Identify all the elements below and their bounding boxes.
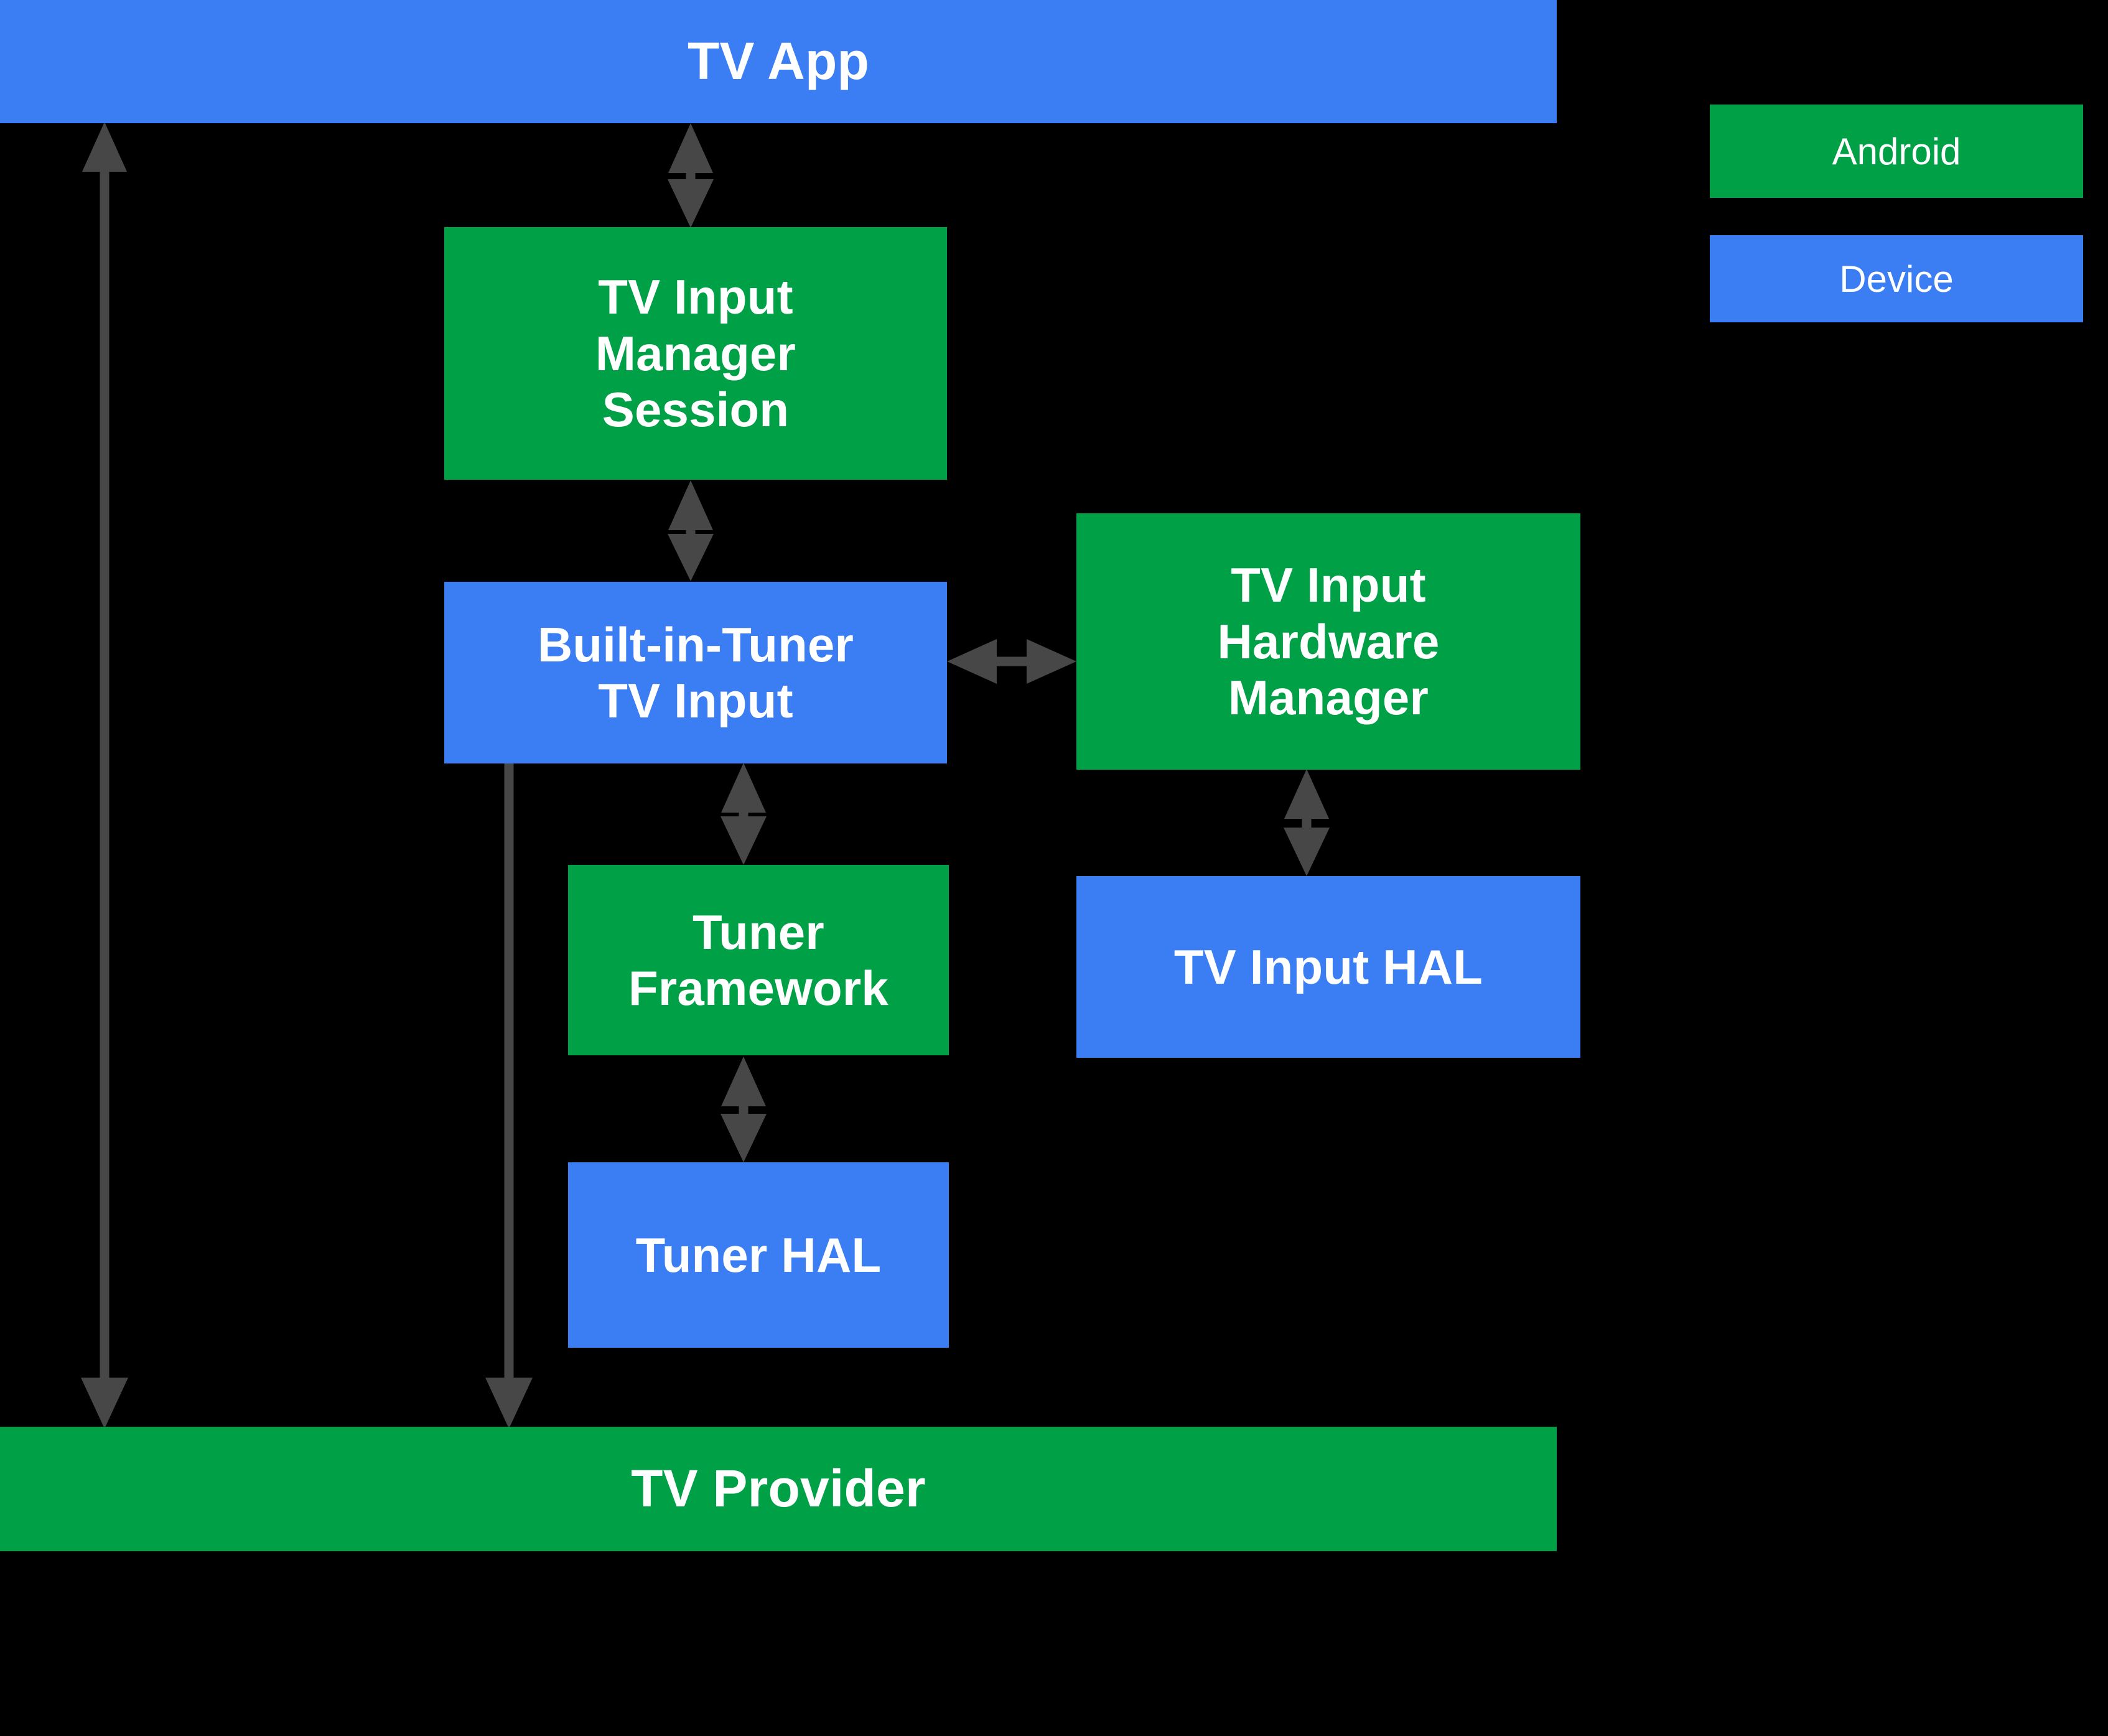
legend-item-android: Android [1710, 105, 2083, 198]
node-tv-provider[interactable]: TV Provider [0, 1427, 1557, 1551]
connector-tv-app-to-tv-input-manager-session [668, 123, 714, 228]
legend: Android Device [1710, 105, 2083, 326]
connector-builtin-tuner-to-hardware-manager [947, 639, 1076, 684]
node-tv-app[interactable]: TV App [0, 0, 1557, 123]
node-builtin-tuner-tv-input[interactable]: Built-in-Tuner TV Input [444, 582, 947, 763]
connector-hardware-manager-to-tv-input-hal [1284, 769, 1330, 876]
connector-builtin-tuner-to-tuner-framework [721, 763, 767, 865]
connector-tv-app-to-tv-provider [81, 122, 128, 1429]
node-tuner-framework[interactable]: Tuner Framework [568, 865, 949, 1055]
node-tv-input-manager-session[interactable]: TV Input Manager Session [444, 227, 947, 480]
connector-builtin-tuner-to-tv-provider [485, 763, 533, 1429]
connector-session-to-builtin-tuner [668, 480, 714, 581]
node-tv-input-hardware-manager[interactable]: TV Input Hardware Manager [1076, 513, 1580, 770]
node-tv-input-hal[interactable]: TV Input HAL [1076, 876, 1580, 1058]
connector-tuner-framework-to-tuner-hal [721, 1057, 767, 1162]
legend-item-device: Device [1710, 235, 2083, 322]
node-tuner-hal[interactable]: Tuner HAL [568, 1162, 949, 1348]
